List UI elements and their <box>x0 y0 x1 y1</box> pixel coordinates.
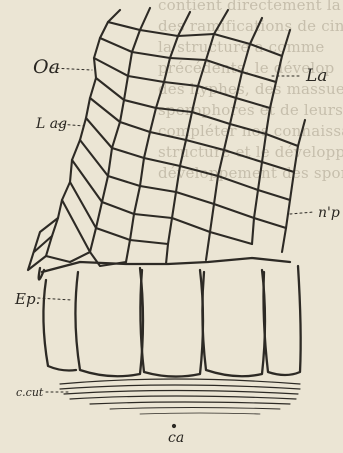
label-ccut: c.cut <box>16 386 43 399</box>
leader-lines <box>38 68 314 392</box>
hyphae-network <box>28 8 305 270</box>
epidermis-cells <box>39 258 301 377</box>
marker-dot <box>172 424 175 427</box>
label-ep: Ep. <box>15 290 40 308</box>
label-lag: L ag <box>36 116 67 132</box>
label-np: n'p <box>318 205 340 221</box>
label-oa: Oa <box>33 56 60 78</box>
label-ca: ca <box>168 430 184 446</box>
cuticle-layers <box>60 379 300 414</box>
label-la: La <box>306 66 327 86</box>
